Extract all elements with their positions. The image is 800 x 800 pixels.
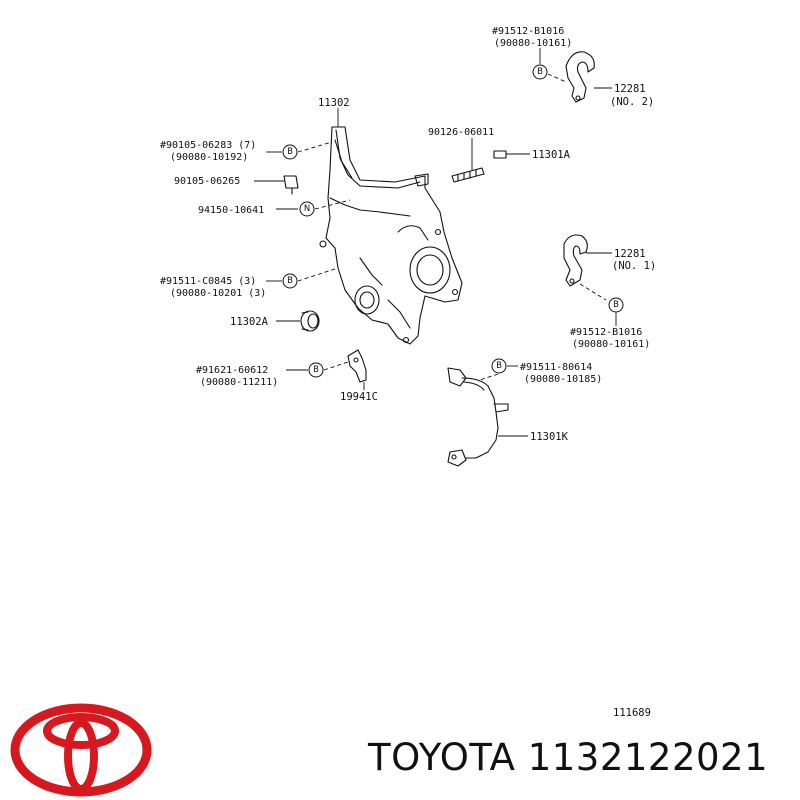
timing-cover-drawing bbox=[319, 126, 463, 345]
label-12281-no2: 12281 bbox=[614, 83, 646, 95]
label-90126-06011: 90126-06011 bbox=[428, 127, 494, 138]
label-90080-10161-top: (90080-10161) bbox=[494, 38, 572, 49]
ref-marker-b4: B bbox=[532, 64, 548, 80]
label-91621-60612: #91621-60612 bbox=[196, 365, 268, 376]
label-90105-06283: #90105-06283 (7) bbox=[160, 140, 256, 151]
ref-marker-b5: B bbox=[608, 297, 624, 313]
leader-lines bbox=[254, 48, 617, 437]
label-no2: (NO. 2) bbox=[610, 96, 654, 108]
label-11302: 11302 bbox=[318, 97, 350, 109]
label-90105-06265: 90105-06265 bbox=[174, 176, 240, 187]
engine-hanger-no1-drawing bbox=[563, 234, 588, 287]
toyota-logo bbox=[10, 703, 152, 797]
label-91512-b1016-bottom: #91512-B1016 bbox=[570, 327, 642, 338]
brand-part-number: TOYOTA 1132122021 bbox=[368, 736, 769, 779]
label-11301a: 11301A bbox=[532, 149, 571, 161]
diagram-number: 111689 bbox=[613, 707, 651, 719]
label-91512-b1016-top: #91512-B1016 bbox=[492, 26, 564, 37]
stud-and-dowel-drawing bbox=[451, 150, 507, 183]
ref-marker-b2: B bbox=[282, 273, 298, 289]
svg-text:B: B bbox=[537, 67, 543, 77]
label-19941c: 19941C bbox=[340, 391, 378, 403]
engine-hanger-no2-drawing bbox=[565, 51, 595, 103]
svg-text:B: B bbox=[613, 300, 619, 310]
label-no1: (NO. 1) bbox=[612, 260, 656, 272]
label-90080-10161-bottom: (90080-10161) bbox=[572, 339, 650, 350]
svg-text:B: B bbox=[287, 276, 293, 286]
label-11302a: 11302A bbox=[230, 316, 269, 328]
label-12281-no1: 12281 bbox=[614, 248, 646, 260]
label-90080-10185: (90080-10185) bbox=[524, 374, 602, 385]
bolt-drawing bbox=[283, 175, 299, 195]
svg-text:B: B bbox=[313, 365, 319, 375]
label-91511-c0845: #91511-C0845 (3) bbox=[160, 276, 256, 287]
ref-marker-n: N bbox=[299, 201, 315, 217]
ref-marker-b1: B bbox=[282, 144, 298, 160]
bracket-drawing bbox=[347, 349, 367, 383]
label-90080-11211: (90080-11211) bbox=[200, 377, 278, 388]
oil-seal-drawing bbox=[300, 310, 320, 332]
svg-text:N: N bbox=[304, 204, 310, 214]
svg-text:B: B bbox=[287, 147, 293, 157]
label-11301k: 11301K bbox=[530, 431, 569, 443]
label-94150-10641: 94150-10641 bbox=[198, 205, 264, 216]
svg-text:B: B bbox=[496, 361, 502, 371]
ref-marker-b6: B bbox=[491, 358, 507, 374]
label-90080-10192: (90080-10192) bbox=[170, 152, 248, 163]
sensor-drawing bbox=[447, 367, 509, 467]
ref-marker-b3: B bbox=[308, 362, 324, 378]
label-90080-10201: (90080-10201 (3) bbox=[170, 288, 266, 299]
label-91511-80614: #91511-80614 bbox=[520, 362, 592, 373]
